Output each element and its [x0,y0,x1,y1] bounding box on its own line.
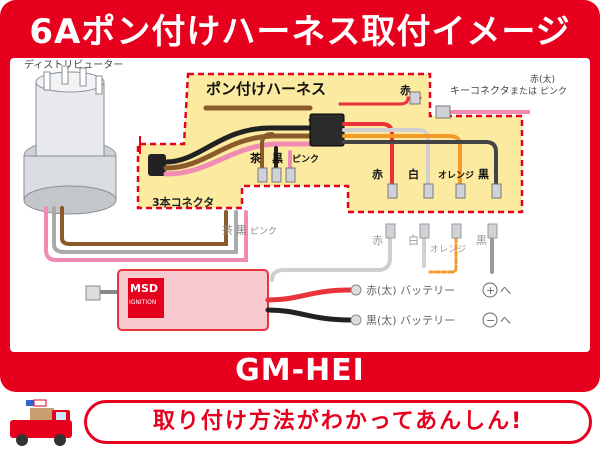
key-connector [435,105,451,119]
relay-box [309,113,345,147]
box-wire-white-label: 白 [408,233,419,247]
battery-plus-terminal [350,284,362,296]
box-wire-orange-label: オレンジ [430,244,466,255]
plus-icon [482,282,498,298]
right-wire-black-label: 黒 [478,168,489,181]
distributor [23,65,117,215]
harness-wire-pink-label: ピンク [292,153,319,165]
dist-wire-brown-label: 茶 [222,224,233,237]
dist-wire-pink-label: ピンク [250,226,277,237]
slogan-banner: 取り付け方法がわかってあんしん! [84,400,592,444]
msd-sub: IGNITION [129,299,156,306]
box-wire-red-label: 赤 [372,234,383,247]
dist-wire-black-label: 黒 [236,224,247,237]
right-wire-white-label: 白 [408,167,419,181]
key-terminal [409,91,421,105]
distributor-wire-loop [44,206,248,262]
box-wires [270,236,494,282]
battery-wires [265,287,353,323]
red-wire-label: 赤 [400,83,411,97]
model-label: GM-HEI [235,353,365,388]
msd-ignition-box [85,269,269,331]
battery-minus-label: 黒(太) バッテリー [366,314,455,327]
terminals [257,167,502,199]
wiring-diagram: ディストリビューター 3本コネクタ [10,58,590,352]
key-wire-label-3: ピンク [540,86,567,97]
connector3-label: 3本コネクタ [152,195,214,209]
harness-wire-black-label: 黒 [272,152,283,165]
distributor-label: ディストリビューター [24,58,123,71]
right-wire-red-label: 赤 [372,167,383,181]
wiring-diagram-svg: ディストリビューター 3本コネクタ [23,58,567,331]
harness-label: ポン付けハーネス [206,80,326,98]
harness-wire-brown-label: 茶 [249,151,262,165]
battery-minus-terminal [350,314,362,326]
three-pin-connector [148,154,166,176]
page-title: 6Aポン付けハーネス取付イメージ [29,12,571,52]
key-wire-label-1: 赤(太) [530,73,555,85]
right-wire-orange-label: オレンジ [438,170,474,181]
battery-plus-arrow: へ [500,284,511,297]
minus-symbol: − [486,314,495,327]
right-wires [342,122,498,186]
battery-plus-label: 赤(太) バッテリー [366,284,455,297]
msd-logo: MSD [130,282,158,295]
plus-symbol: + [486,284,495,297]
box-wire-black-label: 黒 [476,234,487,247]
key-connector-label: キーコネクタ [450,85,510,97]
minus-icon [482,312,498,328]
battery-minus-arrow: へ [500,314,511,327]
truck-icon [4,396,84,448]
key-wire-label-2: または [510,86,537,97]
box-terminals [385,223,498,239]
